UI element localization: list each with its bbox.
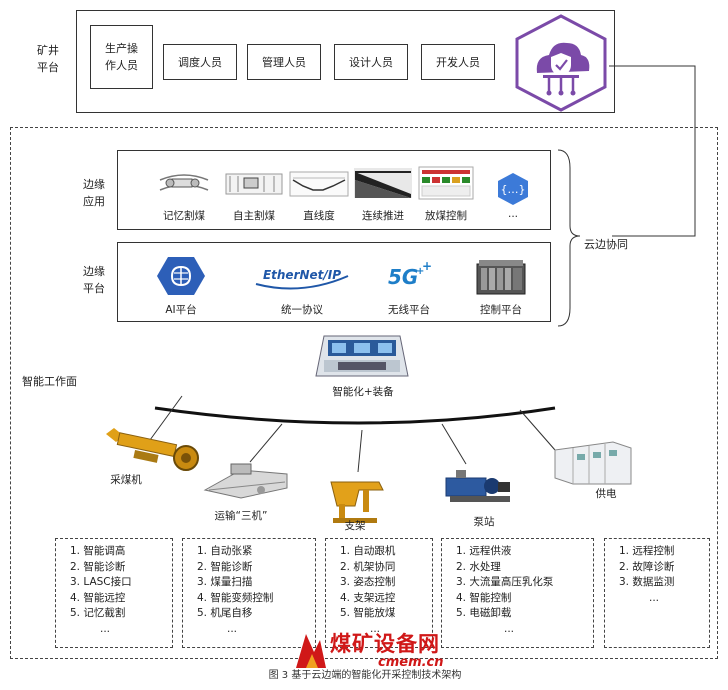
list-item: 3. 煤量扫描 [197,576,253,588]
list-item: ... [100,622,111,635]
mine-platform-label: 矿井 平台 [37,44,59,74]
list-item: 5. 记忆截割 [70,607,126,619]
shearer-icon [106,428,199,471]
cloud-edge-label: 云边协同 [584,238,628,251]
edge-app-memory-cutting: 记忆割煤 [163,210,205,222]
edge-platform-wireless: 无线平台 [388,304,430,316]
role-manager: 管理人员 [247,44,321,80]
pump-station-icon [445,470,510,502]
list-item: ... [504,622,515,635]
list-item: 1. 智能调高 [70,545,126,557]
power-supply-function-list: 1. 远程控制 2. 故障诊断 3. 数据监测 ... [604,538,710,648]
equipment-shearer: 采煤机 [110,474,142,486]
list-item: 4. 智能控制 [456,591,512,604]
equipment-power-supply: 供电 [595,488,617,500]
list-item: 2. 智能诊断 [197,560,253,573]
svg-text:+: + [422,259,432,273]
list-item: 3. LASC接口 [70,576,132,588]
cloud-security-icon [515,14,607,112]
auto-cutting-icon [225,173,283,195]
list-item: 2. 机架协同 [340,560,396,573]
fiveg-logo: 5G + + [388,259,432,289]
list-item: 1. 远程供液 [456,545,512,557]
list-item: 4. 智能远控 [70,591,126,604]
edge-app-auto-cutting: 自主割煤 [233,210,275,222]
list-item: 3. 大流量高压乳化泵 [456,576,554,588]
figure-caption: 图 3 基于云边端的智能化开采控制技术架构 [268,670,462,681]
list-item: 1. 自动张紧 [197,545,253,557]
role-developer: 开发人员 [421,44,495,80]
list-item: 2. 故障诊断 [619,560,675,573]
conveyor-icon [203,463,288,499]
edge-app-continuous-advance: 连续推进 [362,210,404,222]
list-item: 1. 远程控制 [619,545,675,557]
edge-apps-label: 边缘 应用 [83,178,105,208]
edge-app-more: ... [507,208,518,220]
list-item: 5. 机尾自移 [197,607,253,619]
list-item: 2. 智能诊断 [70,560,126,573]
ethernet-ip-logo: EtherNet/IP [255,268,349,290]
support-function-list: 1. 自动跟机 2. 机架协同 3. 姿态控制 4. 支架远控 5. 智能放煤 … [325,538,433,648]
list-item: 1. 自动跟机 [340,545,396,557]
watermark-logo-icon [296,634,326,668]
equipment-support: 支架 [344,520,366,532]
list-item: ... [227,622,238,635]
list-item: 3. 姿态控制 [340,576,396,588]
pump-station-function-list: 1. 远程供液 2. 水处理 3. 大流量高压乳化泵 4. 智能控制 5. 电磁… [441,538,594,648]
role-label: 调度人员 [178,55,222,69]
workface-label: 智能工作面 [22,375,77,388]
intelligent-equipment-console-icon [315,335,409,377]
memory-cutting-icon [159,174,209,191]
ethernet-ip-logo-text: EtherNet/IP [263,268,341,282]
cloud-edge-brace [557,149,581,327]
list-item: 4. 智能变频控制 [197,591,274,604]
fiveg-logo-text: 5G [388,265,418,289]
control-platform-icon [476,260,526,295]
edge-platform-label: 边缘 平台 [83,265,105,295]
list-item: ... [649,591,660,604]
role-production-operator: 生产操 作人员 [90,25,153,89]
equipment-pump-station: 泵站 [473,516,495,528]
power-supply-cabinet-icon [554,441,632,485]
workface-center-label: 智能化+装备 [332,386,394,398]
conveyor-function-list: 1. 自动张紧 2. 智能诊断 3. 煤量扫描 4. 智能变频控制 5. 机尾自… [182,538,316,648]
hydraulic-support-icon [330,481,384,523]
equipment-conveyor: 运输“三机” [214,510,268,522]
svg-text:{…}: {…} [501,183,526,196]
list-item: 5. 智能放煤 [340,607,396,619]
role-dispatcher: 调度人员 [163,44,237,80]
list-item: 2. 水处理 [456,560,501,573]
straightness-icon [289,171,349,197]
role-designer: 设计人员 [334,44,408,80]
watermark-text: 煤矿设备网 [330,632,440,656]
watermark-subtext: cmem.cn [378,655,444,670]
list-item: 4. 支架远控 [340,591,396,604]
role-label: 开发人员 [436,55,480,69]
edge-app-caving-control: 放煤控制 [425,210,467,222]
list-item: 3. 数据监测 [619,576,675,588]
role-label: 设计人员 [349,55,393,69]
edge-platform-unified-protocol: 统一协议 [281,304,323,316]
list-item: 5. 电磁卸载 [456,607,512,619]
ai-platform-icon [157,257,205,295]
role-label: 管理人员 [262,55,306,69]
edge-region-dashed-box [10,127,718,659]
edge-platform-control: 控制平台 [480,304,522,316]
list-item: ... [370,622,381,635]
caving-control-icon [418,166,474,200]
edge-platform-ai: AI平台 [165,304,197,316]
more-apps-icon: {…} [498,173,528,205]
continuous-advance-icon [354,168,412,198]
role-label: 生产操 作人员 [105,42,138,72]
svg-text:+: + [416,266,424,277]
shearer-function-list: 1. 智能调高 2. 智能诊断 3. LASC接口 4. 智能远控 5. 记忆截… [55,538,173,648]
edge-app-straightness: 直线度 [303,210,335,222]
